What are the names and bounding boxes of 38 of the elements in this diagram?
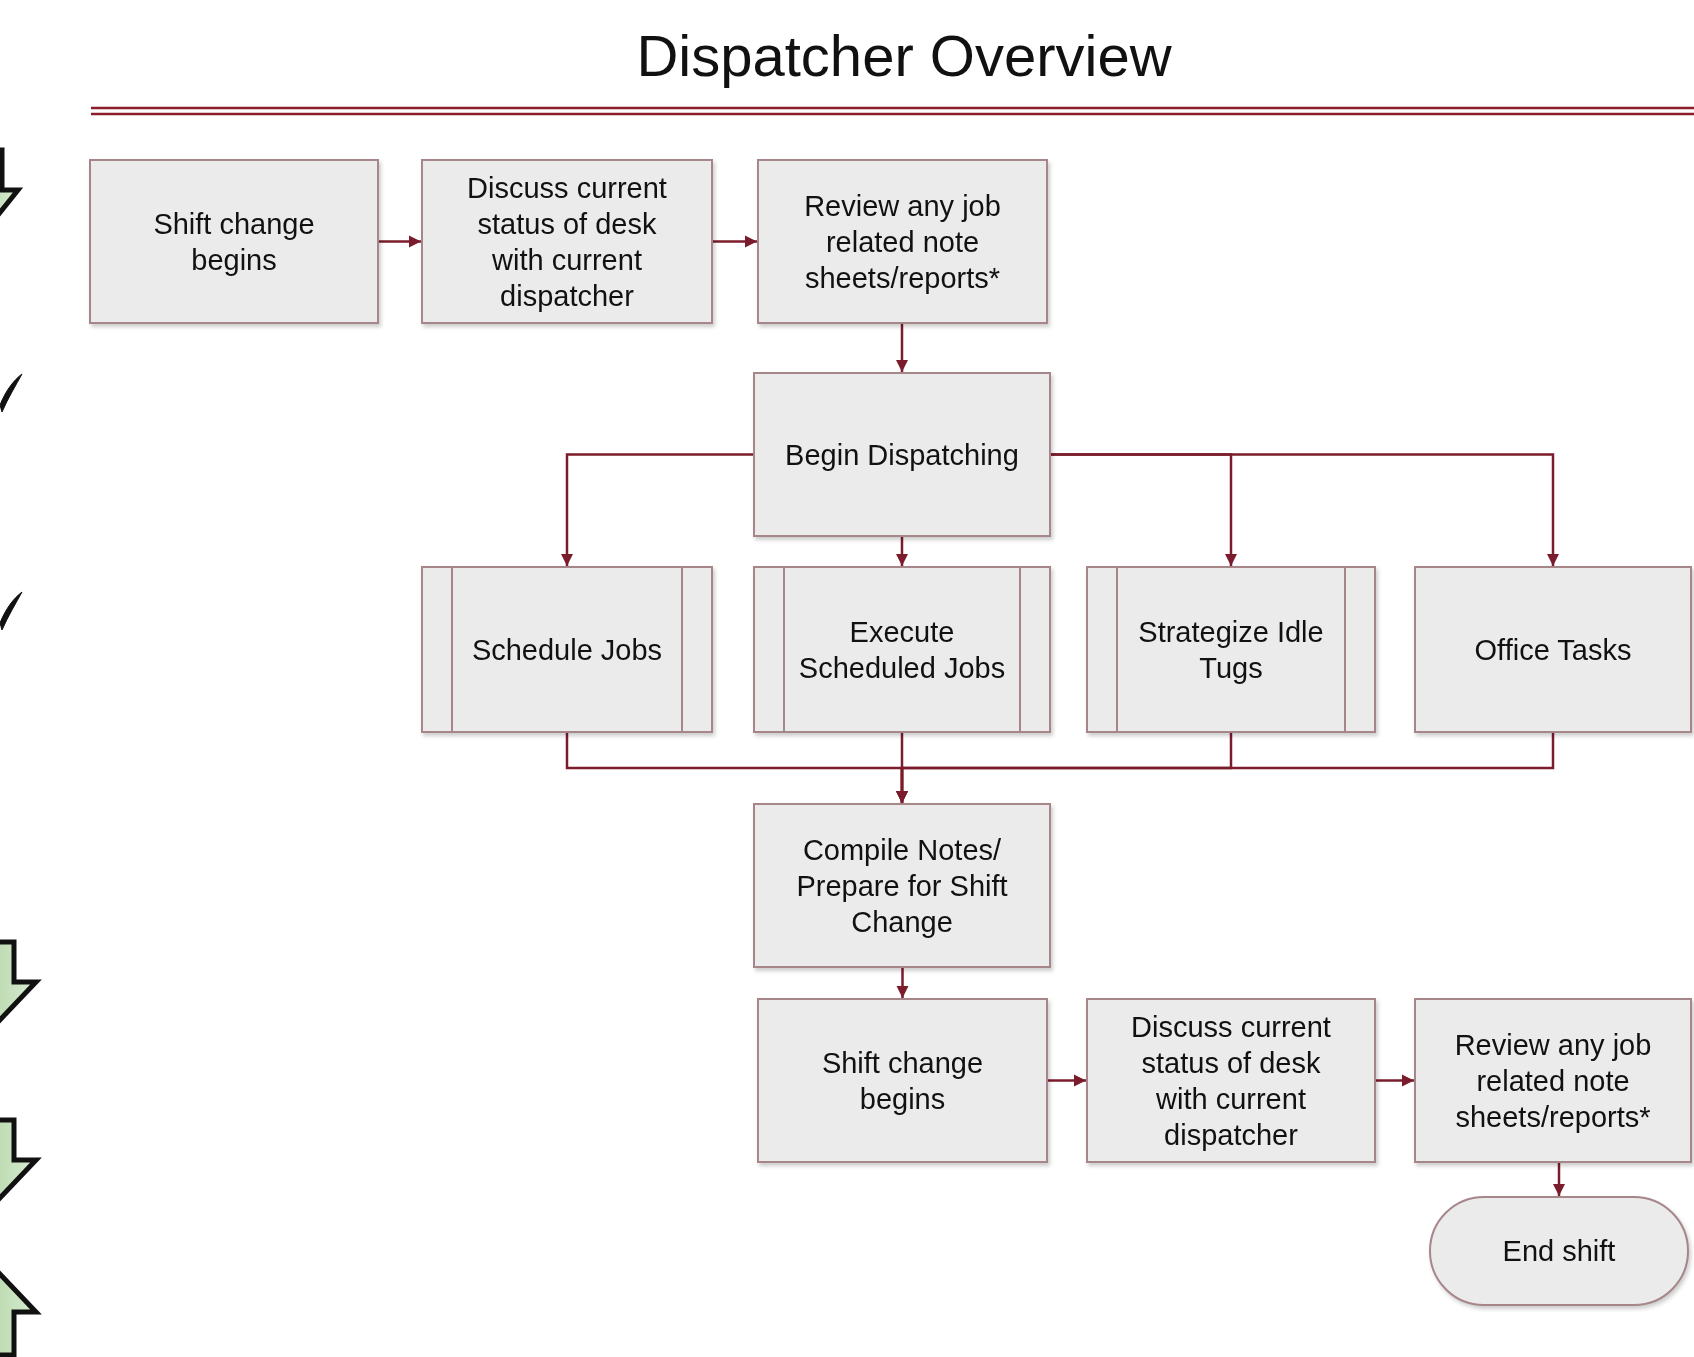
node-text: Compile Notes/ Prepare for Shift Change	[795, 832, 1009, 940]
process-box	[757, 159, 1048, 324]
node-text: Strategize Idle Tugs	[1137, 614, 1325, 686]
process-box	[753, 803, 1051, 968]
diagram-title: Dispatcher Overview	[635, 22, 1173, 89]
subprocess-box	[753, 566, 1051, 733]
node-text: Discuss current status of desk with current dispatcher	[466, 170, 668, 314]
arrow	[1051, 453, 1560, 566]
arrow	[1376, 1074, 1414, 1087]
subprocess-box	[421, 566, 713, 733]
node-text: Office Tasks	[1474, 632, 1632, 668]
arrow	[1048, 1074, 1086, 1087]
process-box	[89, 159, 379, 324]
arrow	[560, 453, 753, 566]
process-box	[753, 372, 1051, 537]
node-text: Shift change begins	[820, 1045, 985, 1117]
arrow	[896, 968, 909, 998]
process-box	[1086, 998, 1376, 1163]
arrow	[713, 235, 757, 248]
terminator-shape	[1429, 1196, 1689, 1306]
node-text: Review any job related note sheets/reports*	[803, 188, 1002, 296]
arrow	[1552, 1163, 1566, 1196]
process-box	[421, 159, 713, 324]
arrow	[379, 235, 421, 248]
process-box	[757, 998, 1048, 1163]
node-text: Schedule Jobs	[471, 632, 663, 668]
arrow	[895, 324, 909, 372]
node-text: End shift	[1502, 1234, 1616, 1269]
node-text: Discuss current status of desk with current dispatcher	[1130, 1009, 1332, 1153]
process-box	[1414, 998, 1692, 1163]
node-text: Shift change begins	[152, 206, 316, 278]
subprocess-box	[1086, 566, 1376, 733]
node-text: Review any job related note sheets/reports*	[1453, 1027, 1653, 1135]
arrow	[895, 733, 1555, 803]
process-box	[1414, 566, 1692, 733]
node-text: Execute Scheduled Jobs	[797, 614, 1007, 686]
node-text: Begin Dispatching	[785, 437, 1019, 473]
arrow	[895, 537, 909, 566]
